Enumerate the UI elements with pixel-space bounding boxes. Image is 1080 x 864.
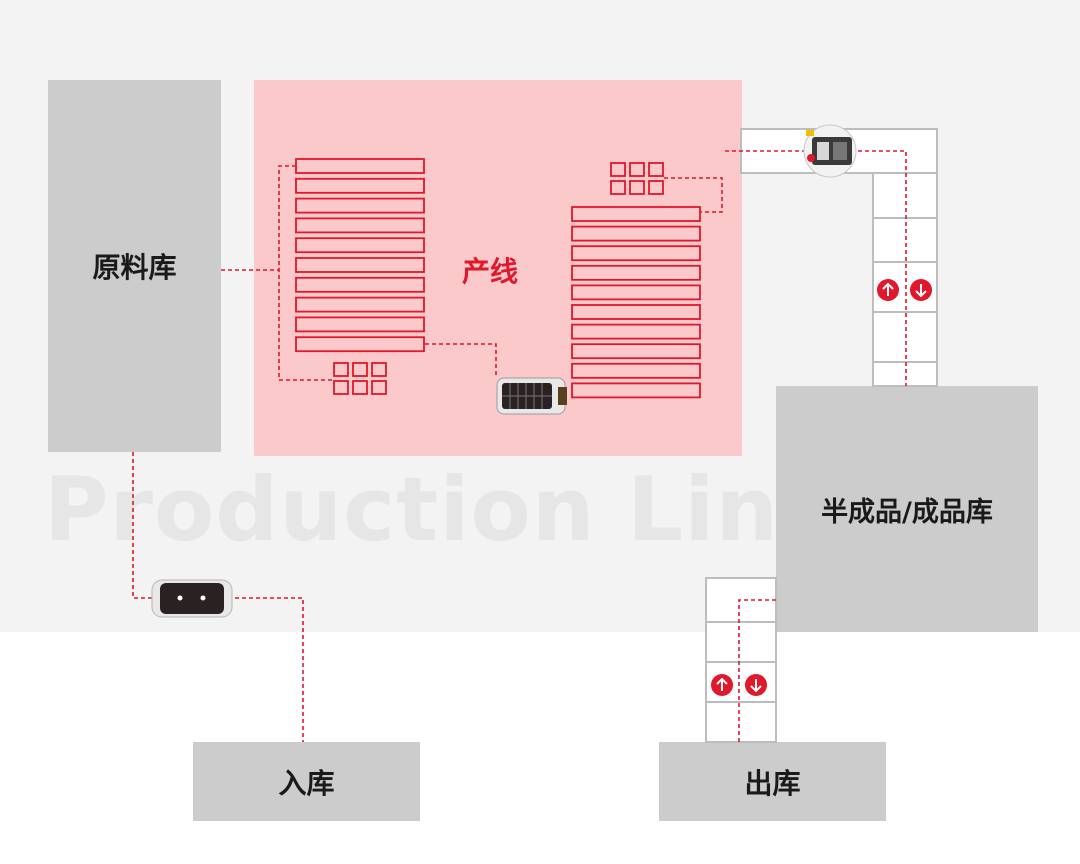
agv-robot-icon xyxy=(803,124,857,178)
arrow-up-icon xyxy=(711,674,733,696)
storage-rack-icon xyxy=(295,158,425,353)
rack-shelf xyxy=(571,343,701,360)
pallet-grid-icon xyxy=(610,162,664,195)
rack-shelf xyxy=(571,382,701,399)
storage-rack-icon xyxy=(571,206,701,399)
inbound-label: 入库 xyxy=(278,766,335,800)
arrow-up-icon xyxy=(877,279,899,301)
agv-robot-icon xyxy=(496,377,567,415)
rack-shelf xyxy=(295,276,425,293)
rack-shelf xyxy=(295,336,425,353)
rack-shelf xyxy=(571,284,701,301)
rack-shelf xyxy=(295,237,425,254)
rack-shelf xyxy=(571,245,701,262)
semi-finished-label: 半成品/成品库 xyxy=(821,496,993,528)
pallet-grid-icon xyxy=(333,362,387,395)
agv-route-paths xyxy=(132,150,907,742)
rack-shelf xyxy=(571,206,701,222)
production-line-label: 产线 xyxy=(462,255,519,288)
rack-shelf xyxy=(295,177,425,194)
raw-material-warehouse: 原料库 xyxy=(48,80,221,452)
semi-finished-warehouse: 半成品/成品库 xyxy=(776,386,1038,632)
agv-robot-icon xyxy=(151,579,233,618)
outbound-dock: 出库 xyxy=(659,742,886,821)
rack-shelf xyxy=(571,323,701,340)
rack-shelf xyxy=(571,304,701,320)
inbound-dock: 入库 xyxy=(193,742,420,821)
rack-shelf xyxy=(295,217,425,234)
arrow-down-icon xyxy=(910,279,932,301)
rack-shelf xyxy=(571,264,701,281)
rack-shelf xyxy=(571,225,701,242)
raw-material-label: 原料库 xyxy=(92,251,177,284)
rack-shelf xyxy=(571,362,701,379)
arrow-down-icon xyxy=(745,674,767,696)
rack-shelf xyxy=(295,197,425,214)
outbound-label: 出库 xyxy=(744,766,801,800)
rack-shelf xyxy=(295,257,425,273)
rack-shelf xyxy=(295,316,425,333)
rack-shelf xyxy=(295,296,425,313)
rack-shelf xyxy=(295,158,425,174)
watermark-text: Production Line xyxy=(44,458,840,561)
conveyor-lower xyxy=(705,577,777,743)
